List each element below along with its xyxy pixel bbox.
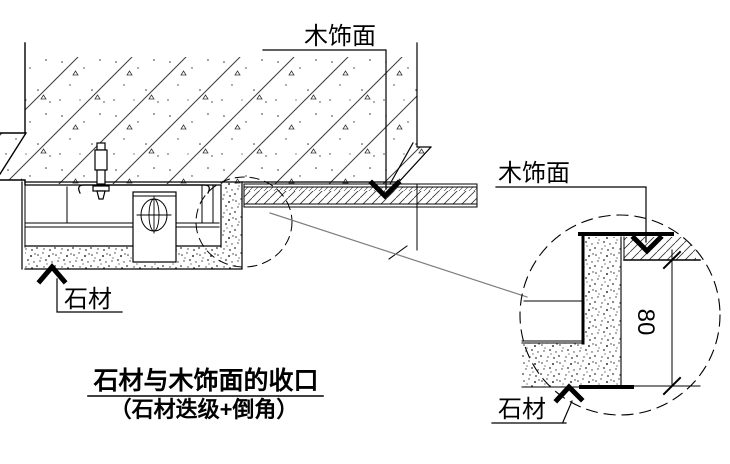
drawing-title: 石材与木饰面的收口 （石材迭级+倒角） <box>87 366 324 422</box>
detail-stone-layer <box>521 234 634 389</box>
enlarged-detail-drawing: 木饰面 80 石材 <box>491 160 721 424</box>
concrete-left-edge <box>0 42 27 185</box>
wood-veneer-text: 木饰面 <box>304 23 376 50</box>
arrow-up-icon <box>36 263 68 285</box>
detail-wood-veneer-text: 木饰面 <box>498 160 570 187</box>
dim-tick-bottom <box>662 376 682 396</box>
stone-layer <box>24 181 243 270</box>
main-section-drawing: 木饰面 石材 石材与木饰面的收口 （石材迭级+倒角） <box>0 23 528 422</box>
expansion-bolt <box>92 142 110 200</box>
dim-tick-top <box>662 250 682 270</box>
arrow-up-icon <box>553 383 585 404</box>
label-stone-detail: 石材 <box>491 383 585 424</box>
detail-stone-text: 石材 <box>498 396 546 423</box>
arrow-down-icon <box>630 234 664 255</box>
stone-text: 石材 <box>64 286 112 313</box>
concrete-right-edge <box>389 42 432 185</box>
subtitle-text: （石材迭级+倒角） <box>110 397 299 422</box>
label-stone-main: 石材 <box>36 263 123 313</box>
concrete-slab <box>0 57 431 184</box>
adjuster-block <box>132 191 177 263</box>
detail-circle <box>519 214 721 416</box>
dimension-80: 80 <box>623 249 701 396</box>
dimension-value-text: 80 <box>632 309 659 336</box>
wall-break-line <box>388 206 418 260</box>
detail-keel-lines <box>521 300 584 342</box>
hanger-bracket <box>78 184 210 194</box>
ceiling-keel <box>21 181 220 270</box>
label-wood-veneer-main: 木饰面 <box>262 23 402 200</box>
detail-leader-line <box>269 212 528 298</box>
arrow-down-icon <box>368 179 402 200</box>
label-wood-veneer-detail: 木饰面 <box>495 160 664 255</box>
title-text: 石材与木饰面的收口 <box>92 366 318 395</box>
wood-veneer-layer <box>243 183 478 260</box>
detail-reference-ellipse <box>195 176 293 268</box>
